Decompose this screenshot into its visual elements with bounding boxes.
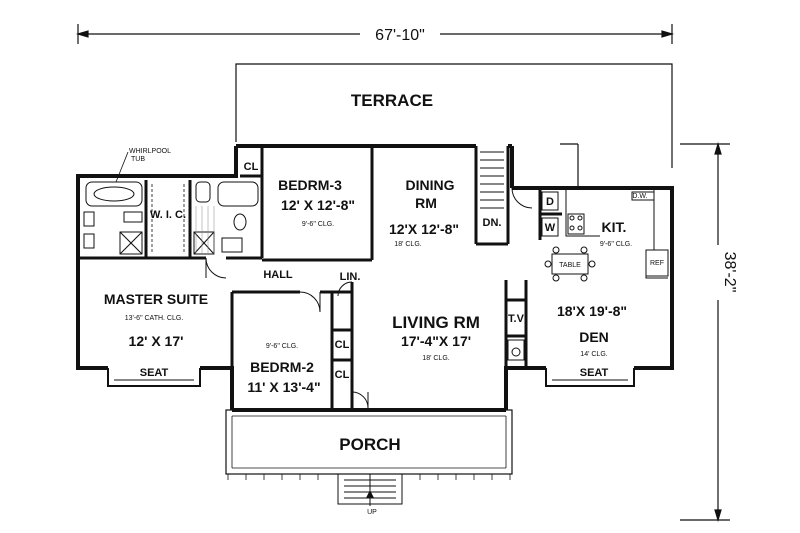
- linen-label: LIN.: [340, 271, 361, 283]
- master-ceiling: 13'-6" CATH. CLG.: [125, 315, 184, 322]
- up-arrow-icon: [366, 490, 374, 498]
- dining-name-line1: DINING: [406, 177, 455, 193]
- master-bath-fixtures: [83, 181, 259, 255]
- depth-dimension-label: 38'-2": [721, 252, 738, 293]
- dishwasher-label: D.W.: [632, 193, 647, 200]
- bedrm2-name: BEDRM-2: [250, 359, 314, 375]
- bedrm2-ceiling: 9'-6" CLG.: [266, 343, 298, 350]
- bedrm3-size: 12' X 12'-8": [281, 197, 355, 213]
- kitchen-name: KIT.: [602, 219, 627, 235]
- kitchen-counters: [565, 190, 669, 279]
- master-seat-label: SEAT: [140, 367, 169, 379]
- dining-ceiling: 18' CLG.: [394, 241, 421, 248]
- whirlpool-label-line2: TUB: [131, 156, 145, 163]
- porch-label: PORCH: [339, 435, 400, 454]
- den-name: DEN: [579, 329, 609, 345]
- fireplace: [507, 339, 525, 361]
- stairs: [480, 151, 504, 209]
- master-size: 12' X 17': [129, 333, 184, 349]
- den-seat-label: SEAT: [580, 367, 609, 379]
- porch-railing-ticks: [227, 474, 511, 480]
- den-ceiling: 14' CLG.: [580, 351, 607, 358]
- doors: [205, 187, 533, 410]
- living-ceiling: 18' CLG.: [422, 355, 449, 362]
- terrace-label: TERRACE: [351, 91, 433, 110]
- table-label: TABLE: [559, 262, 581, 269]
- closet-label-2: CL: [335, 369, 350, 381]
- master-seat-bay: [107, 368, 201, 387]
- dryer: [541, 191, 559, 211]
- bedrm3-name: BEDRM-3: [278, 177, 342, 193]
- washer: [541, 217, 559, 237]
- bedrm3-ceiling: 9'-6" CLG.: [302, 221, 334, 228]
- dining-name-line2: RM: [415, 195, 437, 211]
- den-size: 18'X 19'-8": [557, 303, 627, 319]
- kitchen-ceiling: 9'-6" CLG.: [600, 241, 632, 248]
- living-name: LIVING RM: [392, 313, 480, 332]
- tv-label: T.V: [508, 313, 525, 325]
- interior-walls: [78, 146, 562, 410]
- whirlpool-label-line1: WHIRLPOOL: [129, 148, 171, 155]
- den-seat-bay: [545, 368, 635, 387]
- closet-label-1: CL: [335, 339, 350, 351]
- hall-label: HALL: [263, 269, 293, 281]
- width-dimension-label: 67'-10": [375, 27, 425, 44]
- dining-size: 12'X 12'-8": [389, 221, 459, 237]
- terrace: [235, 63, 673, 188]
- porch-up-label: UP: [367, 509, 377, 516]
- living-size: 17'-4"X 17': [401, 333, 471, 349]
- wic-shelves: [151, 184, 185, 254]
- kitchen-table: [544, 246, 596, 282]
- fireplace-icon: [511, 347, 521, 357]
- width-dimension: [75, 24, 675, 44]
- washer-label: W: [545, 222, 556, 234]
- wic-label: W. I. C.: [150, 209, 186, 221]
- bedrm3-closet-label: CL: [244, 161, 259, 173]
- dryer-label: D: [546, 196, 554, 208]
- porch: [225, 409, 513, 475]
- whirlpool-leader: [115, 151, 129, 183]
- depth-dimension: [680, 141, 730, 523]
- tile-pattern: [195, 206, 215, 254]
- bedrm2-size: 11' X 13'-4": [247, 379, 320, 395]
- refrigerator-label: REF: [650, 260, 664, 267]
- master-name: MASTER SUITE: [104, 291, 208, 307]
- stairs-down-label: DN.: [483, 217, 502, 229]
